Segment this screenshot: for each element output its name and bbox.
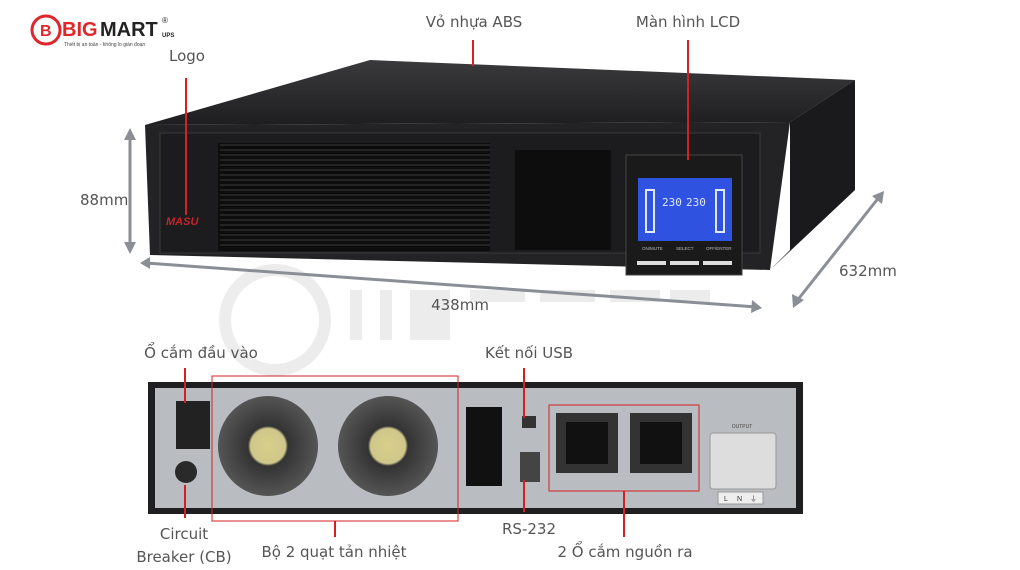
annotation-lines [184, 40, 700, 537]
label-fans: Bộ 2 quạt tản nhiệt [261, 543, 407, 561]
button-select[interactable] [670, 261, 699, 265]
svg-text:®: ® [162, 16, 168, 25]
usb-port [522, 416, 536, 428]
label-breaker-2: Breaker (CB) [136, 548, 232, 566]
fan-right [338, 396, 438, 496]
label-logo: Logo [169, 47, 205, 65]
rs232-port [520, 452, 540, 482]
dimension-arrows [124, 128, 884, 313]
label-input-socket: Ổ cắm đầu vào [144, 344, 258, 362]
label-width: 438mm [431, 296, 489, 314]
svg-text:230: 230 [686, 196, 706, 209]
label-outputs: 2 Ổ cắm nguồn ra [557, 543, 693, 561]
label-lcd: Màn hình LCD [635, 13, 741, 31]
label-usb: Kết nối USB [484, 344, 574, 362]
svg-text:BIG: BIG [62, 19, 98, 41]
svg-text:MART: MART [100, 19, 158, 41]
input-socket [176, 401, 210, 449]
bigmart-logo: B BIG MART ® UPS Thiết bị an toàn - khôn… [30, 14, 174, 48]
front-masu-logo: MASU [166, 216, 199, 228]
svg-text:ON/MUTE: ON/MUTE [642, 246, 663, 251]
button-off-enter[interactable] [703, 261, 732, 265]
label-height: 88mm [80, 191, 129, 209]
snmp-slot [466, 407, 502, 486]
label-rs232: RS-232 [502, 520, 556, 538]
svg-text:B: B [40, 23, 52, 40]
svg-text:SELECT: SELECT [676, 246, 694, 251]
label-depth: 632mm [839, 262, 897, 280]
front-vent-left [218, 143, 490, 251]
svg-text:230: 230 [662, 196, 682, 209]
svg-text:L: L [724, 496, 728, 503]
button-on-mute[interactable] [637, 261, 666, 265]
fan-left [218, 396, 318, 496]
front-vent-right [515, 150, 611, 250]
label-breaker-1: Circuit [159, 525, 209, 543]
circuit-breaker [175, 461, 197, 483]
svg-text:OFF/ENTER: OFF/ENTER [706, 246, 732, 251]
label-abs-case: Vỏ nhựa ABS [425, 13, 523, 31]
svg-text:N: N [737, 496, 742, 503]
ups-rear-view: OUTPUT L N ⏚ [148, 382, 803, 514]
svg-text:Thiết bị an toàn - không lo gi: Thiết bị an toàn - không lo gián đoạn [64, 42, 145, 48]
svg-text:UPS: UPS [162, 33, 174, 39]
svg-text:⏚: ⏚ [750, 495, 757, 503]
ups-front-view: MASU 230 230 ON/MUTE SELECT OFF/ENTER [145, 60, 855, 276]
svg-text:OUTPUT: OUTPUT [732, 424, 753, 430]
